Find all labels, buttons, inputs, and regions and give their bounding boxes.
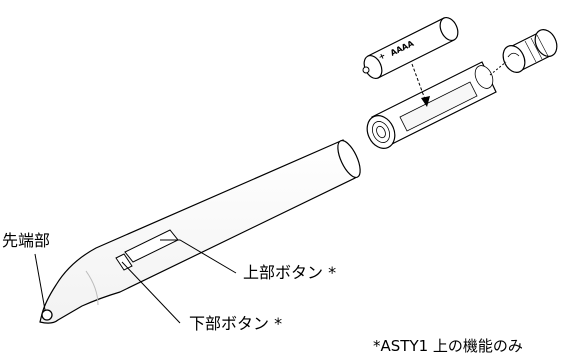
grip-ring xyxy=(85,270,99,306)
footnote-label: *ASTY1 上の機能のみ xyxy=(373,337,523,355)
lower-button xyxy=(115,253,133,271)
assembly-guide-line xyxy=(489,61,507,76)
battery-compartment xyxy=(366,61,497,149)
leader-lines xyxy=(34,239,237,324)
lower-button-label: 下部ボタン * xyxy=(189,314,283,333)
pen-body xyxy=(39,139,361,324)
battery xyxy=(362,17,459,79)
tip-label: 先端部 xyxy=(2,231,51,250)
pen-tip xyxy=(41,309,53,321)
upper-button-leader xyxy=(160,239,237,274)
lower-button-leader xyxy=(121,261,181,324)
upper-button-label: 上部ボタン * xyxy=(243,263,337,282)
battery-polarity-label: + xyxy=(377,51,387,62)
pen-cap xyxy=(502,29,558,73)
tip-leader xyxy=(34,253,46,311)
insert-arrow xyxy=(411,63,430,107)
